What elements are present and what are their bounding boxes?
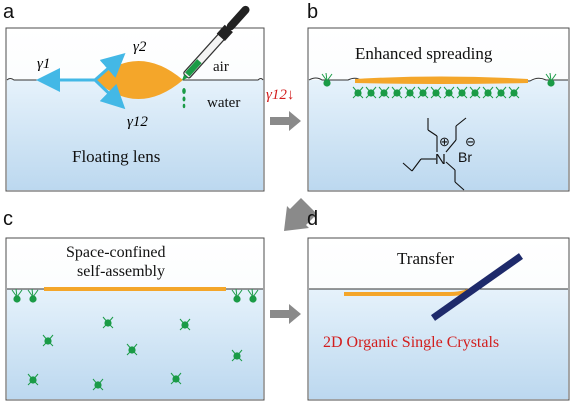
anion-charge: ⊖	[465, 134, 476, 149]
panel-d-water	[309, 289, 568, 399]
gamma12-decrease-label: γ12↓	[266, 87, 294, 103]
panel-d-letter: d	[307, 208, 318, 230]
dropper-icon	[181, 5, 250, 81]
gamma1-label: γ1	[37, 56, 50, 72]
panel-c-title-line1: Space-confined	[66, 244, 166, 261]
bromide-label: Br	[458, 149, 472, 165]
nitrogen-atom: N	[435, 151, 446, 168]
substrate	[430, 253, 524, 321]
panel-c-letter: c	[3, 208, 13, 230]
panel-b-water	[309, 80, 568, 190]
panel-c-title-line2: self-assembly	[77, 263, 165, 280]
air-label: air	[213, 59, 229, 75]
transfer-label: Transfer	[397, 249, 454, 268]
panel-b-surface-line	[308, 77, 568, 82]
water-label: water	[207, 95, 240, 111]
assembled-film	[44, 287, 226, 291]
gamma12-label: γ12	[127, 114, 148, 130]
gamma12-arrow	[93, 78, 126, 110]
panel-a: a γ1 γ2 γ12 air water Floating lens	[3, 1, 265, 192]
tpab-molecule	[402, 117, 467, 191]
transferred-film	[344, 262, 510, 296]
panel-b-title: Enhanced spreading	[355, 44, 493, 63]
panel-c: c Space-confined self-assembly	[3, 208, 265, 401]
panel-c-water	[7, 289, 263, 399]
gamma2-label: γ2	[133, 39, 147, 55]
floating-lens-caption: Floating lens	[72, 147, 160, 166]
spreading-film	[355, 76, 528, 84]
gamma2-arrow	[94, 53, 126, 82]
panel-d: d Transfer 2D Organic Single Crystals	[307, 208, 570, 401]
panel-a-letter: a	[3, 1, 15, 23]
droplets	[182, 88, 186, 109]
arrow-b-to-c	[284, 198, 317, 231]
cation-charge: ⊕	[439, 134, 450, 149]
crystals-caption: 2D Organic Single Crystals	[323, 334, 499, 351]
arrow-c-to-d	[270, 304, 301, 324]
arrow-a-to-b: γ12↓	[266, 87, 301, 131]
panel-a-surface-line	[6, 78, 264, 81]
panel-b-letter: b	[307, 1, 318, 23]
panel-a-water	[7, 80, 263, 190]
panel-b: b Enhanced spreading	[307, 1, 570, 192]
